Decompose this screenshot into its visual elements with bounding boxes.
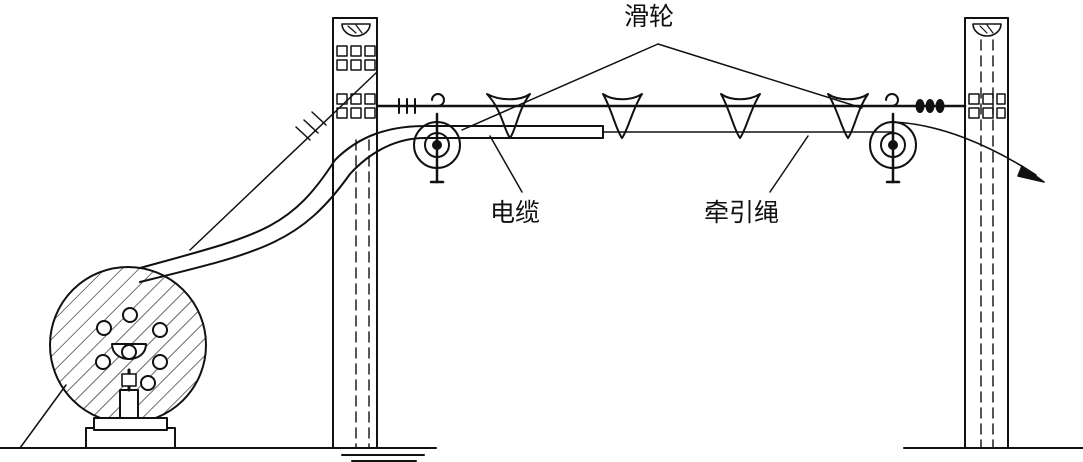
left-pole [332, 17, 378, 449]
cable-hangers [486, 93, 869, 139]
guy-wire [19, 71, 378, 449]
ground-lines [0, 447, 1083, 462]
traction-rope-label: 牵引绳 [704, 198, 780, 227]
right-pulley [869, 112, 917, 184]
leader-lines [461, 43, 863, 193]
messenger-wire [375, 93, 967, 114]
cable-drum [49, 266, 207, 449]
cable-label: 电缆 [490, 198, 541, 227]
traction-rope [602, 121, 1045, 183]
pulley-label: 滑轮 [624, 2, 675, 31]
right-pole [964, 17, 1009, 449]
left-pulley [413, 112, 461, 184]
